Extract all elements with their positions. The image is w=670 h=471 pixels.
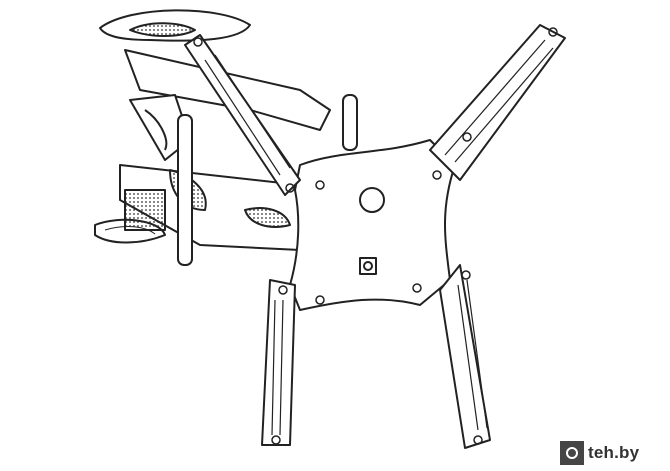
vesa-plate <box>289 139 456 311</box>
bracket-arms <box>184 24 566 449</box>
watermark: teh.by <box>560 441 639 465</box>
watermark-text: teh.by <box>588 443 640 462</box>
screws <box>193 27 558 445</box>
bracket-slots <box>204 39 554 436</box>
logo-icon <box>560 441 584 465</box>
